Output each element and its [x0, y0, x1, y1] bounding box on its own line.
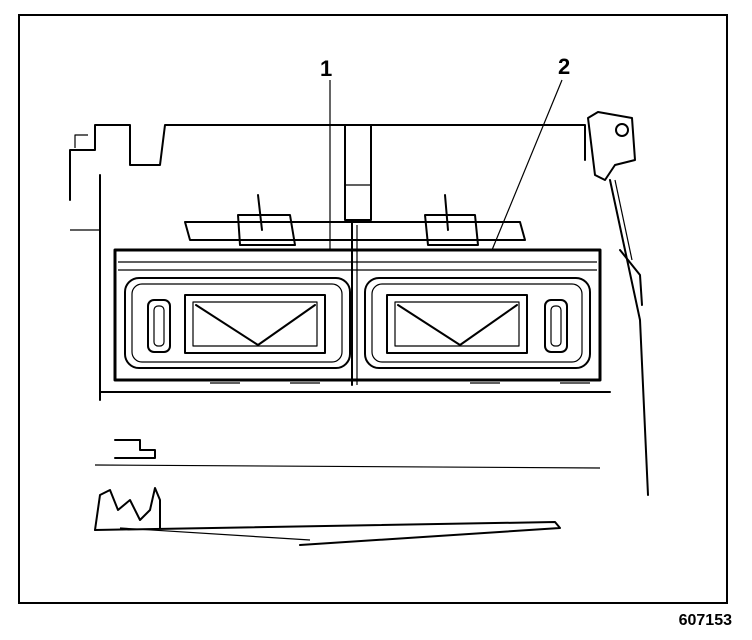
callout-1-label: 1 [320, 56, 333, 81]
diagram-frame [18, 14, 728, 604]
callout-2-label: 2 [558, 54, 571, 79]
right-vent-door [364, 277, 591, 369]
callout-2-leader [491, 79, 563, 251]
upper-housing [69, 124, 586, 401]
left-clip [237, 214, 296, 246]
bottom-strap [94, 487, 561, 546]
lower-base [94, 382, 611, 469]
right-clip [424, 214, 479, 246]
left-vent-door [124, 277, 351, 369]
center-post [344, 124, 372, 221]
top-rail [184, 194, 526, 246]
figure-id: 607153 [678, 612, 732, 629]
right-bracket [587, 111, 649, 496]
